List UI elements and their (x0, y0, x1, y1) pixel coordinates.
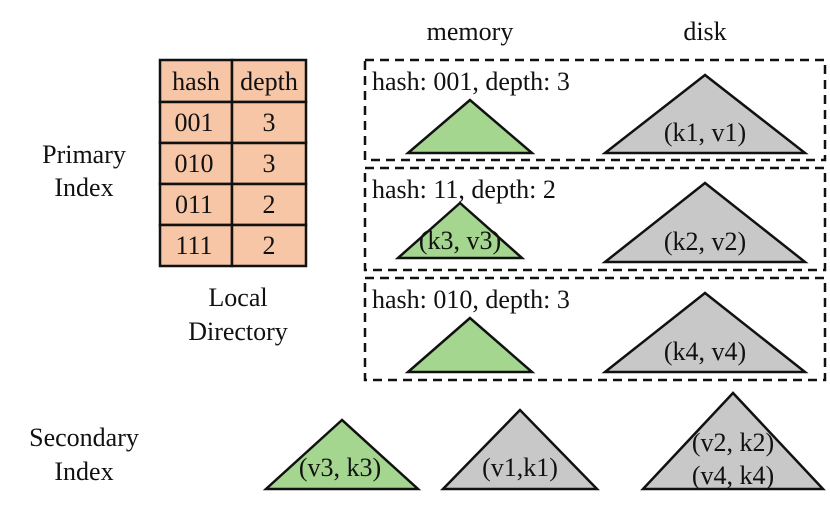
partition-box (363, 166, 827, 272)
table-cell (158, 223, 234, 268)
primary-index-label-line2: Index (54, 173, 113, 202)
partition-1: hash: 001, depth: 3 (k1, v1) (363, 58, 827, 162)
row-hash: 010 (175, 149, 214, 178)
secondary-disk-triangle (440, 408, 600, 491)
row-hash: 111 (175, 231, 212, 260)
memory-tree-triangle (404, 98, 536, 155)
secondary-disk-triangle-2 (640, 391, 826, 491)
partition-2: hash: 11, depth: 2 (k3, v3) (k2, v2) (363, 166, 827, 272)
memory-tree-triangle (394, 201, 526, 260)
secondary-memory-triangle (262, 418, 422, 491)
table-cell (230, 182, 308, 227)
row-depth: 3 (263, 108, 276, 137)
row-hash: 011 (175, 190, 213, 219)
disk-tree-label: (k2, v2) (664, 227, 746, 256)
table-cell (230, 223, 308, 268)
secondary-index-label-line2: Index (54, 457, 113, 486)
disk-tree-label: (k1, v1) (664, 118, 746, 147)
secondary-memory-label: (v3, k3) (299, 453, 381, 482)
column-header-depth: depth (240, 67, 298, 96)
row-depth: 2 (263, 231, 276, 260)
local-directory-label-line2: Directory (188, 317, 288, 346)
partition-caption: hash: 11, depth: 2 (372, 175, 556, 204)
row-depth: 2 (263, 190, 276, 219)
local-directory-label-line1: Local (208, 283, 267, 312)
secondary-index-label-line1: Secondary (29, 423, 139, 452)
column-header-hash: hash (172, 67, 220, 96)
secondary-disk-label: (v1,k1) (482, 453, 558, 482)
primary-index-label-line1: Primary (42, 140, 126, 169)
partition-caption: hash: 010, depth: 3 (372, 285, 570, 314)
partition-box (363, 276, 827, 382)
partition-3: hash: 010, depth: 3 (k4, v4) (363, 276, 827, 382)
disk-tree-triangle (601, 73, 809, 155)
memory-tree-label: (k3, v3) (419, 226, 501, 255)
secondary-index: (v3, k3) (v1,k1) (v2, k2) (v4, k4) (262, 391, 826, 491)
disk-tree-triangle (601, 181, 809, 264)
table-cell (230, 141, 308, 186)
disk-tree-label: (k4, v4) (664, 337, 746, 366)
disk-tree-triangle (601, 291, 809, 374)
secondary-disk2-label-line2: (v4, k4) (692, 461, 774, 490)
memory-header: memory (427, 17, 514, 46)
disk-header: disk (683, 17, 726, 46)
partition-caption: hash: 001, depth: 3 (372, 67, 570, 96)
secondary-disk2-label-line1: (v2, k2) (692, 428, 774, 457)
table-cell (230, 100, 308, 145)
local-directory-table: hash depth 001 3 010 3 011 2 111 2 (158, 58, 308, 268)
partition-box (363, 58, 827, 162)
row-hash: 001 (175, 108, 214, 137)
memory-tree-triangle (404, 316, 536, 374)
row-depth: 3 (263, 149, 276, 178)
